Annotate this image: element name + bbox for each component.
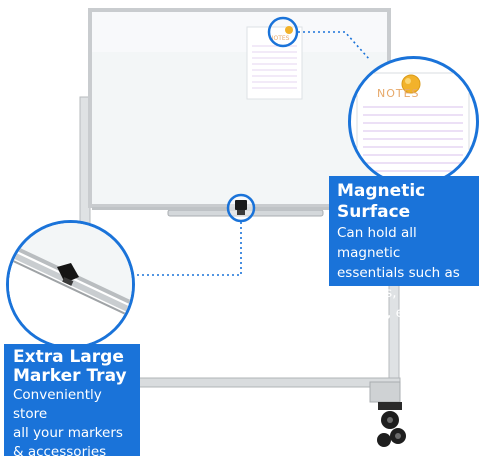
notes-card-small (246, 26, 303, 100)
marker-tray-line: & accessories (13, 444, 107, 460)
magnetic-surface-line: erasers, etc. (337, 305, 421, 321)
marker-tray-callout: Extra Large Marker Tray Conveniently sto… (4, 344, 140, 460)
marker-tray-line: Conveniently store (13, 387, 102, 422)
marker-tray-title: Marker Tray (13, 366, 127, 386)
svg-text:NOTES: NOTES (269, 35, 290, 42)
eraser-small (235, 200, 247, 210)
zoom-notes-circle: NOTES (348, 56, 479, 187)
marker-tray-title: Extra Large (13, 347, 124, 367)
notes-label: NOTES (377, 87, 420, 100)
base-bar (135, 377, 401, 388)
zoom-tray-circle (6, 220, 135, 349)
magnetic-surface-line: Can hold all magnetic (337, 225, 417, 261)
magnet-small (285, 26, 293, 34)
connector-tray (128, 222, 242, 276)
magnetic-surface-line: essentials such as (337, 265, 460, 281)
magnetic-surface-title: Magnetic Surface (337, 181, 426, 222)
connector-notes (298, 31, 371, 61)
marker-tray-line: all your markers (13, 425, 123, 441)
caster-wheels (377, 402, 406, 447)
notes-highlight-circle (267, 16, 299, 48)
magnetic-surface-callout: Magnetic Surface Can hold all magnetic e… (329, 176, 479, 321)
magnetic-surface-line: markers, magnets, (337, 285, 465, 301)
eraser-large (57, 263, 79, 283)
